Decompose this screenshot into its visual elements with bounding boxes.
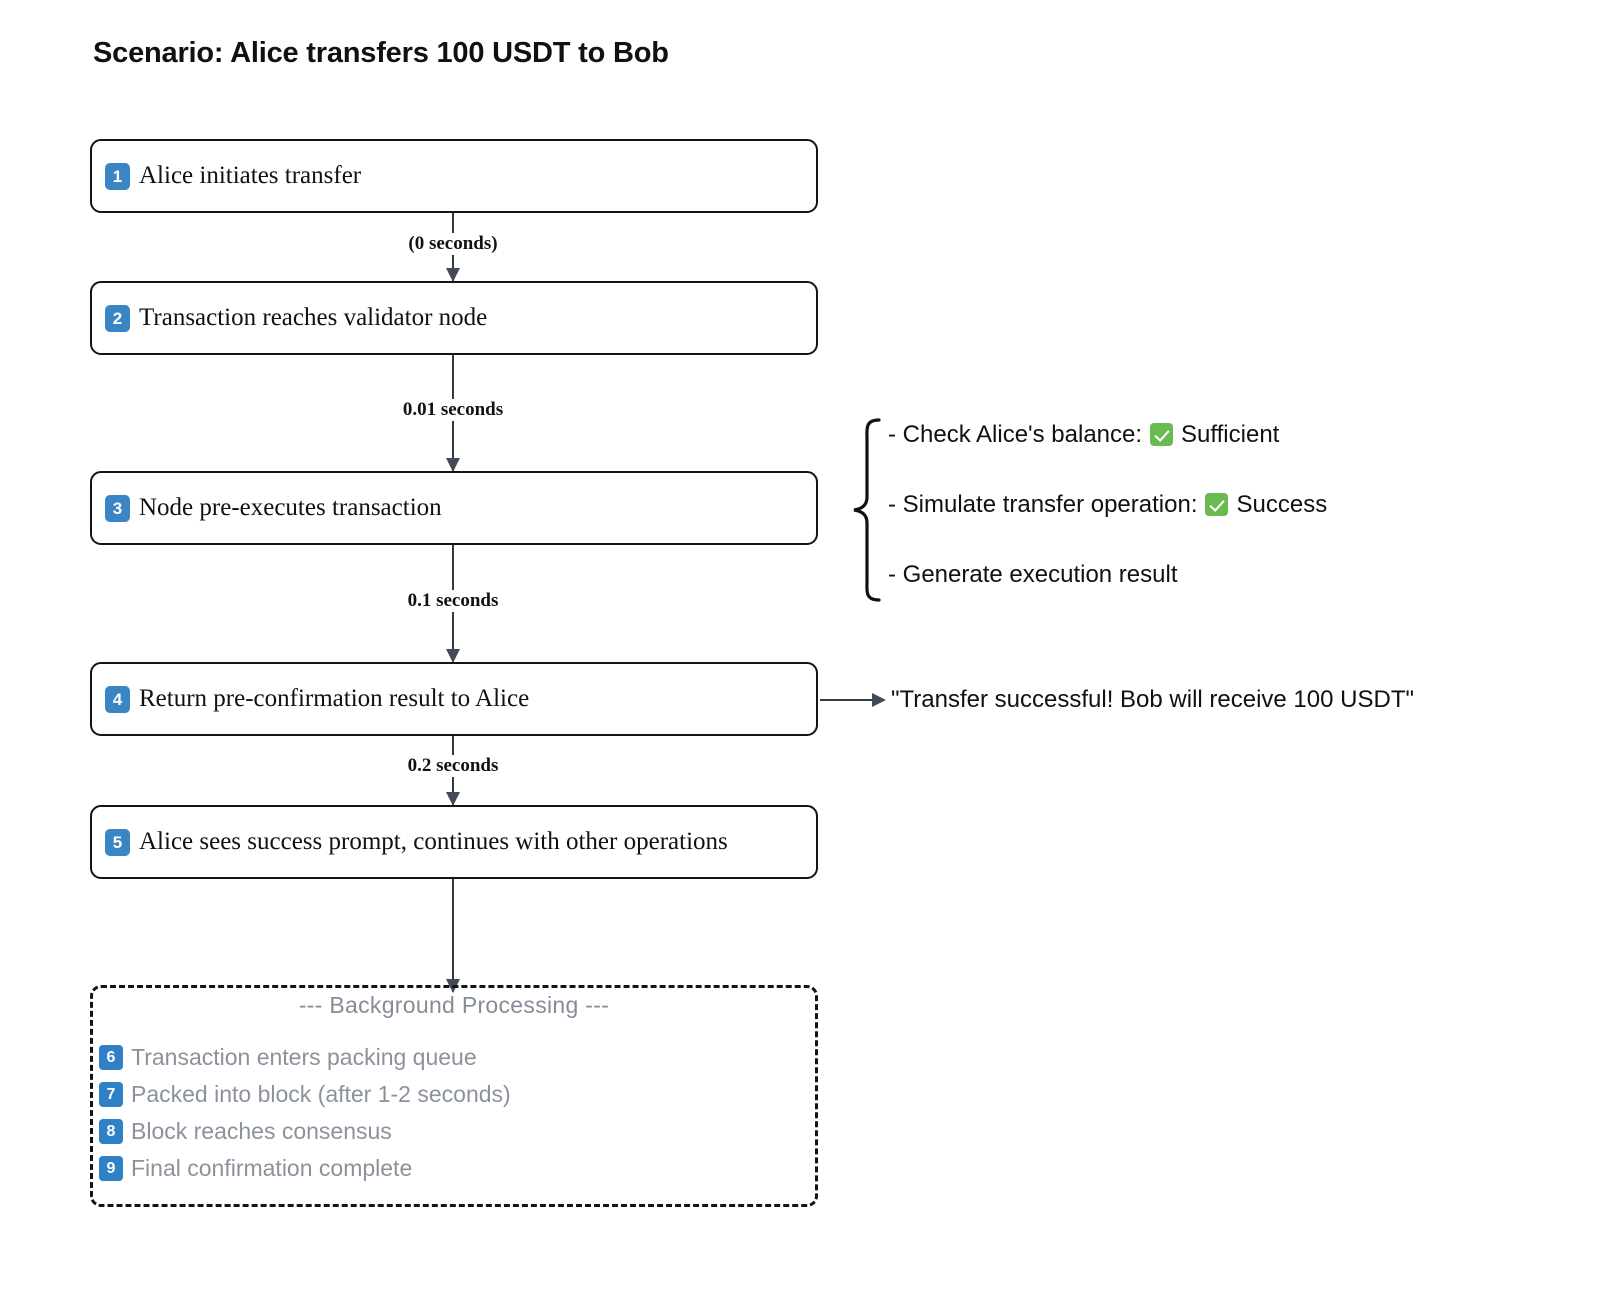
background-step-label-8: Block reaches consensus: [131, 1118, 392, 1144]
step-box-3: 3 Node pre-executes transaction: [90, 471, 818, 545]
step-label-5: Alice sees success prompt, continues wit…: [139, 828, 728, 855]
white-check-mark-icon: [1205, 493, 1229, 516]
step-box-1: 1 Alice initiates transfer: [90, 139, 818, 213]
background-step-7: 7 Packed into block (after 1-2 seconds): [99, 1076, 799, 1113]
annotation-list: - Check Alice's balance: Sufficient - Si…: [888, 417, 1508, 592]
annotation-item-2: - Simulate transfer operation: Success: [888, 487, 1508, 522]
background-step-label-6: Transaction enters packing queue: [131, 1044, 477, 1070]
annotation-status-2: Success: [1236, 490, 1328, 518]
step-box-2: 2 Transaction reaches validator node: [90, 281, 818, 355]
page-title: Scenario: Alice transfers 100 USDT to Bo…: [93, 37, 669, 69]
arrow-head-icon: [446, 649, 460, 663]
curly-brace-icon: [845, 417, 891, 603]
edge-label-3: 0.1 seconds: [400, 590, 506, 612]
callout-arrow-line: [820, 699, 872, 701]
edge-label-2: 0.01 seconds: [395, 399, 511, 421]
arrow-head-icon: [446, 458, 460, 472]
step-label-4: Return pre-confirmation result to Alice: [139, 685, 530, 712]
step-box-5: 5 Alice sees success prompt, continues w…: [90, 805, 818, 879]
background-step-list: 6 Transaction enters packing queue 7 Pac…: [99, 1039, 799, 1187]
step-number-badge-3: 3: [105, 494, 130, 522]
step-number-badge-7: 7: [99, 1082, 123, 1107]
white-check-mark-icon: [1150, 423, 1174, 446]
annotation-item-3: - Generate execution result: [888, 557, 1508, 592]
annotation-text-2: - Simulate transfer operation:: [888, 490, 1198, 518]
step-number-badge-6: 6: [99, 1045, 123, 1070]
annotation-item-1: - Check Alice's balance: Sufficient: [888, 417, 1508, 452]
step-number-badge-1: 1: [105, 162, 130, 190]
connector-5-to-background: [446, 879, 460, 993]
step-box-4: 4 Return pre-confirmation result to Alic…: [90, 662, 818, 736]
step-number-badge-4: 4: [105, 685, 130, 713]
arrow-head-icon: [446, 268, 460, 282]
step-label-2: Transaction reaches validator node: [139, 304, 488, 331]
callout-quote-text: "Transfer successful! Bob will receive 1…: [891, 686, 1414, 713]
step-label-3: Node pre-executes transaction: [139, 494, 442, 521]
step-number-badge-5: 5: [105, 828, 130, 856]
connector-line: [452, 879, 454, 992]
background-processing-heading: --- Background Processing ---: [298, 992, 610, 1018]
background-step-8: 8 Block reaches consensus: [99, 1113, 799, 1150]
arrow-head-icon: [446, 792, 460, 806]
annotation-text-3: - Generate execution result: [888, 560, 1178, 588]
background-step-9: 9 Final confirmation complete: [99, 1150, 799, 1187]
background-processing-group: [90, 985, 818, 1207]
callout-arrow: [820, 693, 886, 707]
step-number-badge-9: 9: [99, 1156, 123, 1181]
edge-label-1: (0 seconds): [401, 233, 505, 255]
annotation-status-1: Sufficient: [1181, 420, 1280, 448]
background-step-label-7: Packed into block (after 1-2 seconds): [131, 1081, 511, 1107]
step-label-1: Alice initiates transfer: [139, 162, 362, 189]
step-number-badge-8: 8: [99, 1119, 123, 1144]
background-step-label-9: Final confirmation complete: [131, 1155, 413, 1181]
edge-label-4: 0.2 seconds: [400, 755, 506, 777]
background-step-6: 6 Transaction enters packing queue: [99, 1039, 799, 1076]
arrow-head-icon: [872, 693, 886, 707]
annotation-text-1: - Check Alice's balance:: [888, 420, 1143, 448]
step-number-badge-2: 2: [105, 304, 130, 332]
